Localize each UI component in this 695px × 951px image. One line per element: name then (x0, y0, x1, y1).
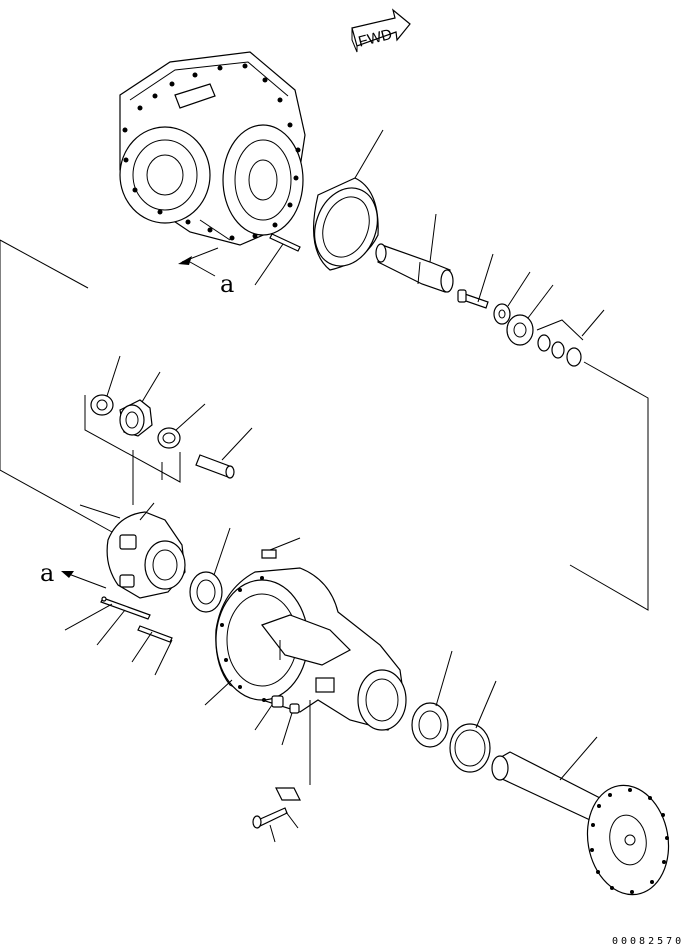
housing-bolt (261, 537, 301, 559)
reference-mark-a-lower: a (40, 559, 107, 589)
reference-mark-a-upper: a (178, 247, 234, 298)
differential-case (79, 502, 186, 599)
reference-letter: a (220, 270, 234, 298)
axle-bearing-cup (449, 680, 497, 773)
reference-letter: a (40, 559, 54, 587)
forward-direction-arrow: FWD (351, 8, 411, 53)
axle-shaft (491, 736, 670, 896)
mount-bolt (252, 700, 311, 843)
oil-seal-small (90, 355, 121, 416)
bolt (457, 253, 494, 309)
roller-bearing (119, 371, 161, 437)
drawing-number: 00082570 (612, 936, 685, 947)
shim-set (536, 309, 605, 367)
axle-bearing-cone (411, 650, 453, 748)
differential-carrier-housing (119, 51, 306, 246)
drain-plug (254, 695, 284, 731)
group-leader-lines (0, 239, 649, 611)
washer-small (493, 271, 531, 325)
thrust-washer (506, 284, 554, 346)
bearing-cup-small (157, 403, 206, 449)
bearing-cup-large (313, 129, 384, 271)
pinion-shaft (375, 213, 454, 293)
lock-pins (64, 596, 173, 676)
axle-housing (204, 567, 407, 731)
oil-seal (189, 527, 231, 613)
bearing-group-bracket (84, 395, 181, 505)
spider-pin (195, 427, 253, 479)
breather-plug (281, 703, 300, 746)
dowel-pin (254, 233, 301, 286)
